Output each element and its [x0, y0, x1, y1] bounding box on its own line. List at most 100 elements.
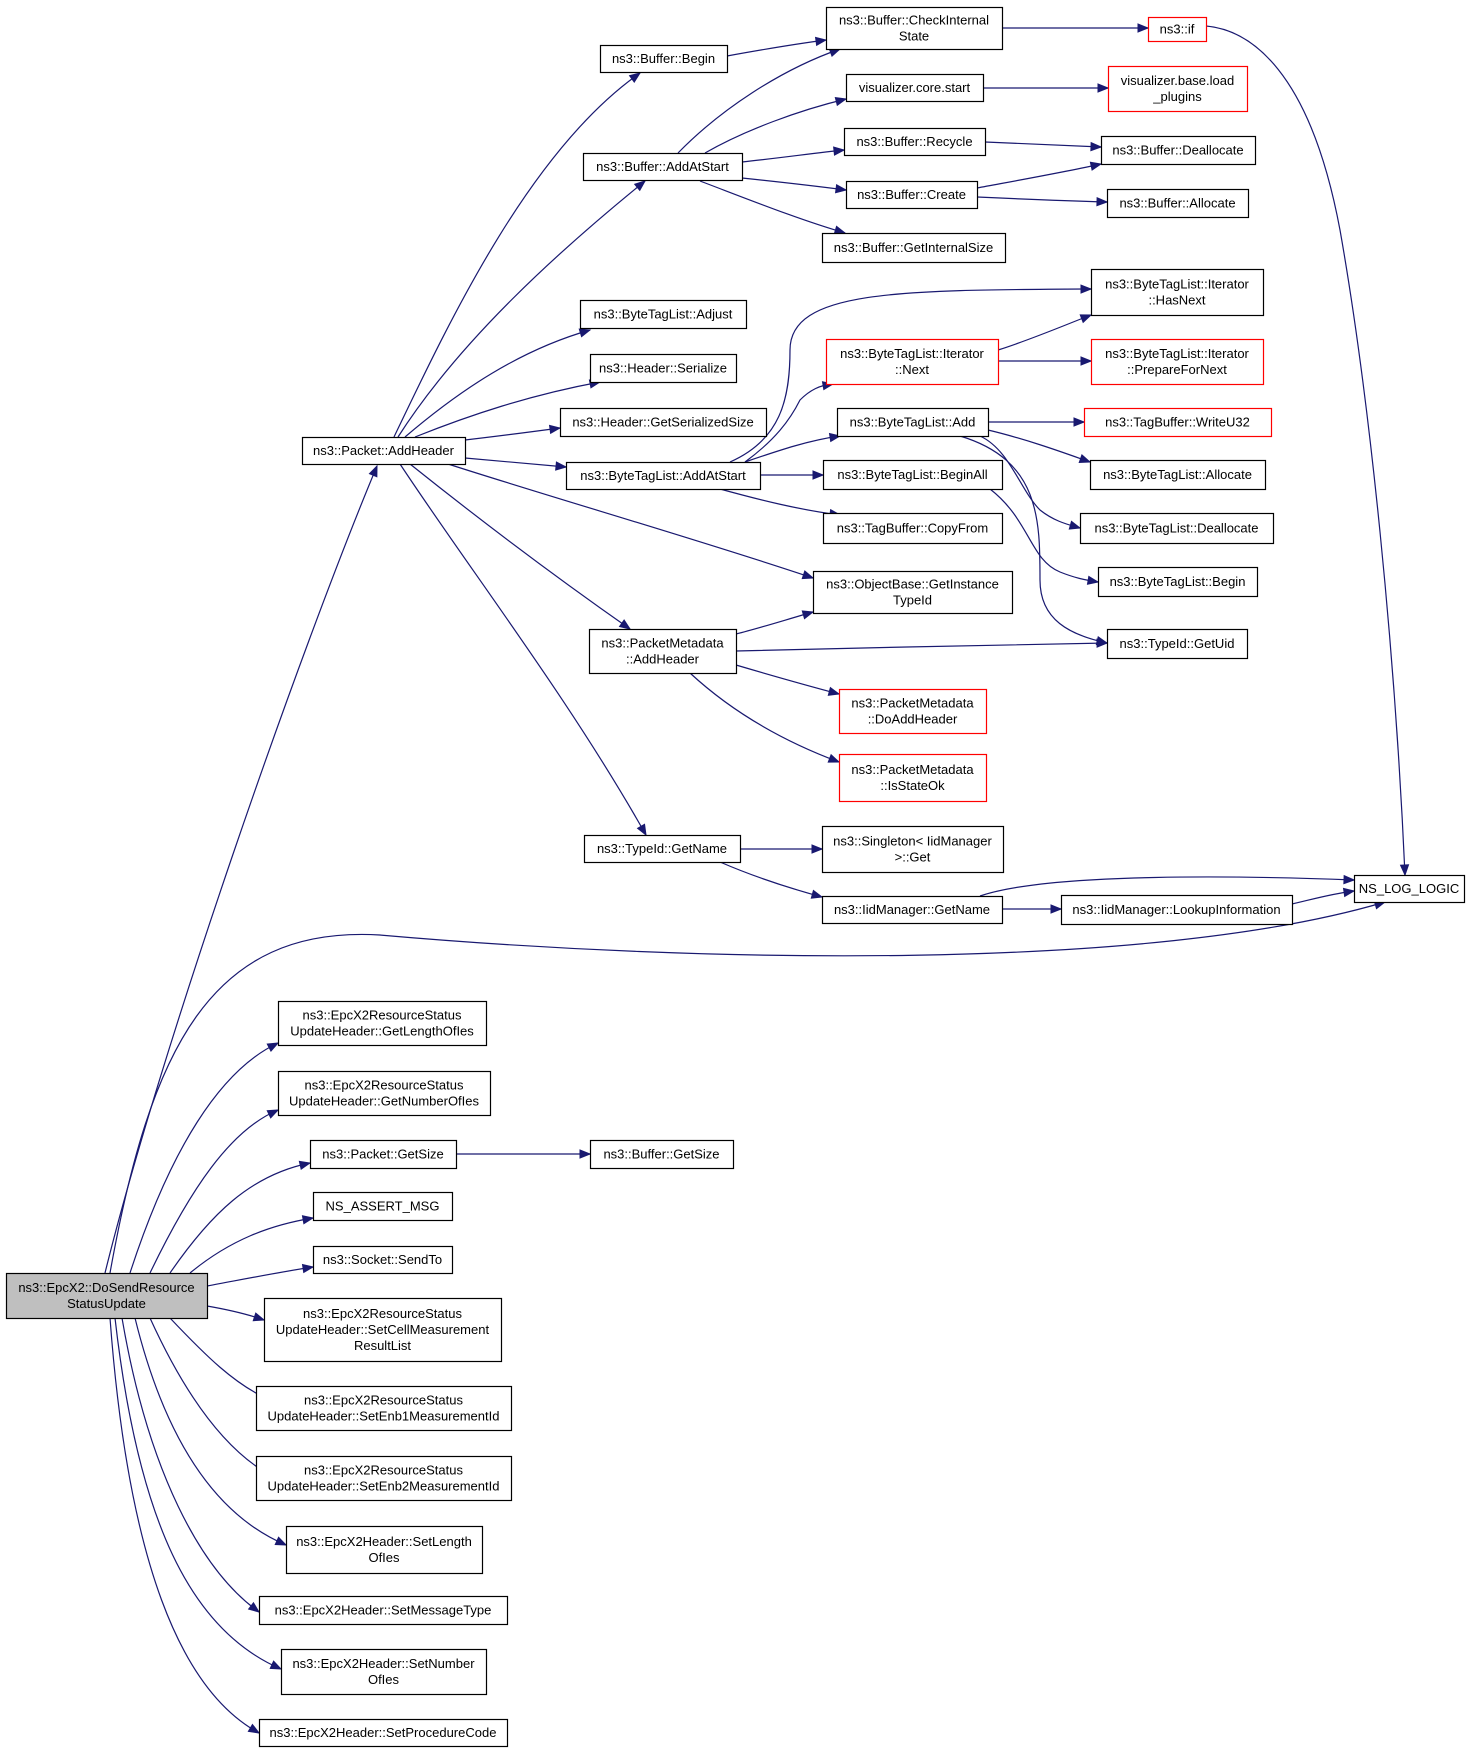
node-copyfrom[interactable]: ns3::TagBuffer::CopyFrom [822, 512, 1004, 545]
node-box [1079, 512, 1275, 545]
node-setproc[interactable]: ns3::EpcX2Header::SetProcedureCode [258, 1718, 509, 1748]
node-getnumberofies[interactable]: ns3::EpcX2ResourceStatusUpdateHeader::Ge… [277, 1070, 492, 1117]
edge-pktgetsize-to-bufgetsize [456, 1149, 592, 1159]
node-label: ns3::IidManager::LookupInformation [1072, 902, 1280, 917]
arrowhead [247, 1601, 261, 1613]
node-btlbegin[interactable]: ns3::ByteTagList::Begin [1097, 566, 1259, 598]
node-label: ns3::ByteTagList::Iterator [1105, 277, 1249, 292]
node-prepnext[interactable]: ns3::ByteTagList::Iterator::PrepareForNe… [1090, 338, 1265, 386]
node-box [582, 152, 744, 182]
node-getlengthofies[interactable]: ns3::EpcX2ResourceStatusUpdateHeader::Ge… [277, 1000, 488, 1047]
node-box [255, 1385, 513, 1432]
node-box [1100, 135, 1257, 166]
node-label: ns3::Buffer::Create [857, 187, 966, 202]
node-label: ns3::EpcX2Header::SetProcedureCode [270, 1725, 497, 1740]
node-writeu32[interactable]: ns3::TagBuffer::WriteU32 [1083, 407, 1273, 438]
node-label: NS_LOG_LOGIC [1359, 881, 1459, 896]
node-pktgetsize[interactable]: ns3::Packet::GetSize [309, 1139, 458, 1170]
node-label: ns3::TypeId::GetUid [1120, 636, 1235, 651]
node-nsassert[interactable]: NS_ASSERT_MSG [312, 1191, 454, 1222]
node-setcellmeas[interactable]: ns3::EpcX2ResourceStatusUpdateHeader::Se… [263, 1297, 503, 1363]
node-btlbeginall[interactable]: ns3::ByteTagList::BeginAll [822, 459, 1004, 491]
node-vizload[interactable]: visualizer.base.load_plugins [1107, 65, 1249, 113]
node-hdrgetser[interactable]: ns3::Header::GetSerializedSize [559, 407, 768, 438]
node-btladjust[interactable]: ns3::ByteTagList::Adjust [579, 299, 748, 330]
node-bufgetsize[interactable]: ns3::Buffer::GetSize [589, 1139, 735, 1170]
node-label: ns3::ObjectBase::GetInstance [826, 577, 999, 592]
node-setenb1[interactable]: ns3::EpcX2ResourceStatusUpdateHeader::Se… [255, 1385, 513, 1432]
node-nsif[interactable]: ns3::if [1147, 16, 1208, 43]
node-sendto[interactable]: ns3::Socket::SendTo [312, 1245, 454, 1275]
node-btlallocate[interactable]: ns3::ByteTagList::Allocate [1089, 459, 1267, 491]
node-singleton[interactable]: ns3::Singleton< IidManager>::Get [821, 825, 1005, 874]
node-recycle[interactable]: ns3::Buffer::Recycle [843, 127, 987, 157]
node-typeidgetname[interactable]: ns3::TypeId::GetName [583, 834, 742, 864]
arrowhead [1068, 520, 1082, 530]
edge-create-to-alloc [976, 196, 1109, 207]
node-label: ns3::PacketMetadata [851, 696, 974, 711]
node-lookupinfo[interactable]: ns3::IidManager::LookupInformation [1060, 894, 1294, 926]
arrowhead [1089, 161, 1103, 171]
node-doaddheader[interactable]: ns3::PacketMetadata::DoAddHeader [838, 688, 988, 735]
node-box [5, 1272, 209, 1320]
node-btldealloc[interactable]: ns3::ByteTagList::Deallocate [1079, 512, 1275, 545]
node-vizstart[interactable]: visualizer.core.start [845, 73, 985, 103]
arrowhead [834, 96, 848, 107]
arrowhead [1073, 417, 1086, 427]
node-box [312, 1245, 454, 1275]
node-label: ns3::Buffer::CheckInternal [839, 13, 989, 28]
node-hasnext[interactable]: ns3::ByteTagList::Iterator::HasNext [1090, 268, 1265, 317]
arrowhead [1343, 874, 1356, 885]
node-label: ns3::if [1160, 22, 1195, 37]
node-label: ns3::Packet::AddHeader [313, 443, 455, 458]
edge-pmaddheader-to-getinsttype [735, 610, 815, 635]
node-box [301, 436, 467, 466]
edge-vizstart-to-vizload [982, 83, 1110, 93]
node-box [825, 338, 1000, 386]
edge-bufaddatstart-to-recycle [741, 146, 846, 163]
node-btladdatstart[interactable]: ns3::ByteTagList::AddAtStart [565, 461, 762, 491]
node-setenb2[interactable]: ns3::EpcX2ResourceStatusUpdateHeader::Se… [255, 1455, 513, 1502]
node-itnext[interactable]: ns3::ByteTagList::Iterator::Next [825, 338, 1000, 386]
node-box [1083, 407, 1273, 438]
node-create[interactable]: ns3::Buffer::Create [845, 180, 979, 210]
node-getinternalsize[interactable]: ns3::Buffer::GetInternalSize [821, 232, 1007, 264]
node-isstateok[interactable]: ns3::PacketMetadata::IsStateOk [838, 753, 988, 803]
node-hdrserialize[interactable]: ns3::Header::Serialize [589, 353, 738, 384]
edge-addheader-to-btladjust [404, 328, 592, 438]
node-box [309, 1139, 458, 1170]
node-pmaddheader[interactable]: ns3::PacketMetadata::AddHeader [588, 628, 738, 675]
arrowhead [633, 180, 647, 192]
node-label: ::DoAddHeader [868, 712, 958, 727]
node-iidgetname[interactable]: ns3::IidManager::GetName [821, 895, 1004, 925]
node-setmsgtype[interactable]: ns3::EpcX2Header::SetMessageType [258, 1595, 509, 1626]
node-getuid[interactable]: ns3::TypeId::GetUid [1106, 628, 1249, 660]
arrowhead [801, 610, 815, 620]
node-box [838, 753, 988, 803]
node-bufaddatstart[interactable]: ns3::Buffer::AddAtStart [582, 152, 744, 182]
arrowhead [578, 328, 592, 338]
node-label: ns3::ByteTagList::Iterator [1105, 346, 1249, 361]
node-dealloc[interactable]: ns3::Buffer::Deallocate [1100, 135, 1257, 166]
edge-root-to-setlength [134, 1317, 288, 1546]
edge-bufaddatstart-to-vizstart [704, 96, 848, 154]
node-nslog[interactable]: NS_LOG_LOGIC [1353, 874, 1466, 904]
node-label: UpdateHeader::SetEnb2MeasurementId [268, 1479, 500, 1494]
node-box [1090, 338, 1265, 386]
node-box [588, 628, 738, 675]
arrowhead [1097, 83, 1110, 93]
node-addheader[interactable]: ns3::Packet::AddHeader [301, 436, 467, 466]
edge-root-to-pktgetsize [169, 1160, 312, 1274]
node-label: ns3::EpcX2ResourceStatus [304, 1393, 463, 1408]
node-alloc[interactable]: ns3::Buffer::Allocate [1106, 188, 1250, 219]
node-btladd[interactable]: ns3::ByteTagList::Add [836, 407, 990, 438]
node-box [1090, 268, 1265, 317]
node-label: UpdateHeader::SetEnb1MeasurementId [268, 1409, 500, 1424]
arrowhead [1080, 356, 1093, 366]
node-bufbegin[interactable]: ns3::Buffer::Begin [599, 44, 729, 74]
